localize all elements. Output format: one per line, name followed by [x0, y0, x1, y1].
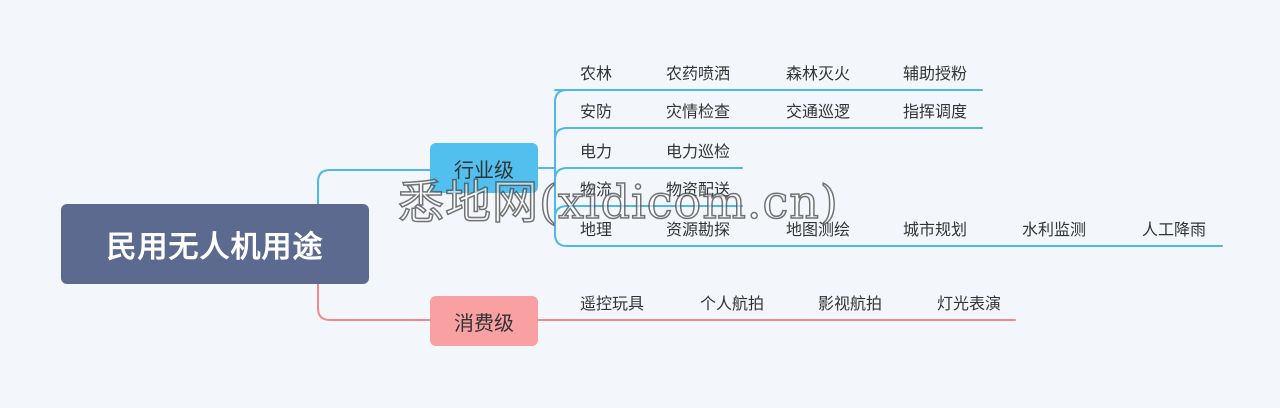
industry-item[interactable]: 农林 — [580, 64, 613, 83]
industry-item[interactable]: 地图测绘 — [786, 220, 851, 239]
industry-item[interactable]: 物资配送 — [666, 180, 731, 199]
industry-item[interactable]: 资源勘探 — [666, 220, 731, 239]
industry-item[interactable]: 辅助授粉 — [903, 64, 968, 83]
row-line — [554, 127, 983, 141]
branch-industry[interactable]: 行业级 — [430, 143, 538, 193]
industry-item[interactable]: 地理 — [580, 220, 613, 239]
industry-item[interactable]: 交通巡逻 — [786, 102, 851, 121]
industry-item[interactable]: 农药喷洒 — [666, 64, 731, 83]
row-line — [554, 167, 743, 181]
industry-item[interactable]: 电力 — [580, 142, 613, 161]
industry-item[interactable]: 灾情检查 — [666, 102, 731, 121]
link-root-consumer — [317, 283, 431, 321]
industry-item[interactable]: 物流 — [580, 180, 613, 199]
spine-top — [554, 89, 568, 103]
industry-item[interactable]: 人工降雨 — [1142, 220, 1207, 239]
branch-consumer[interactable]: 消费级 — [430, 296, 538, 346]
consumer-item[interactable]: 遥控玩具 — [580, 294, 645, 313]
watermark: 悉地网(xidicom.cn) — [397, 174, 839, 230]
spine-vertical — [554, 101, 568, 247]
consumer-item[interactable]: 个人航拍 — [700, 294, 765, 313]
consumer-item[interactable]: 影视航拍 — [818, 294, 883, 313]
row-line — [554, 205, 743, 219]
industry-item[interactable]: 水利监测 — [1022, 220, 1087, 239]
link-root-industry — [317, 169, 431, 205]
industry-item[interactable]: 城市规划 — [903, 220, 968, 239]
root-node[interactable]: 民用无人机用途 — [61, 204, 369, 284]
industry-item[interactable]: 森林灭火 — [786, 64, 851, 83]
industry-item[interactable]: 电力巡检 — [666, 142, 731, 161]
consumer-item[interactable]: 灯光表演 — [937, 294, 1002, 313]
industry-item[interactable]: 安防 — [580, 102, 613, 121]
industry-item[interactable]: 指挥调度 — [903, 102, 968, 121]
